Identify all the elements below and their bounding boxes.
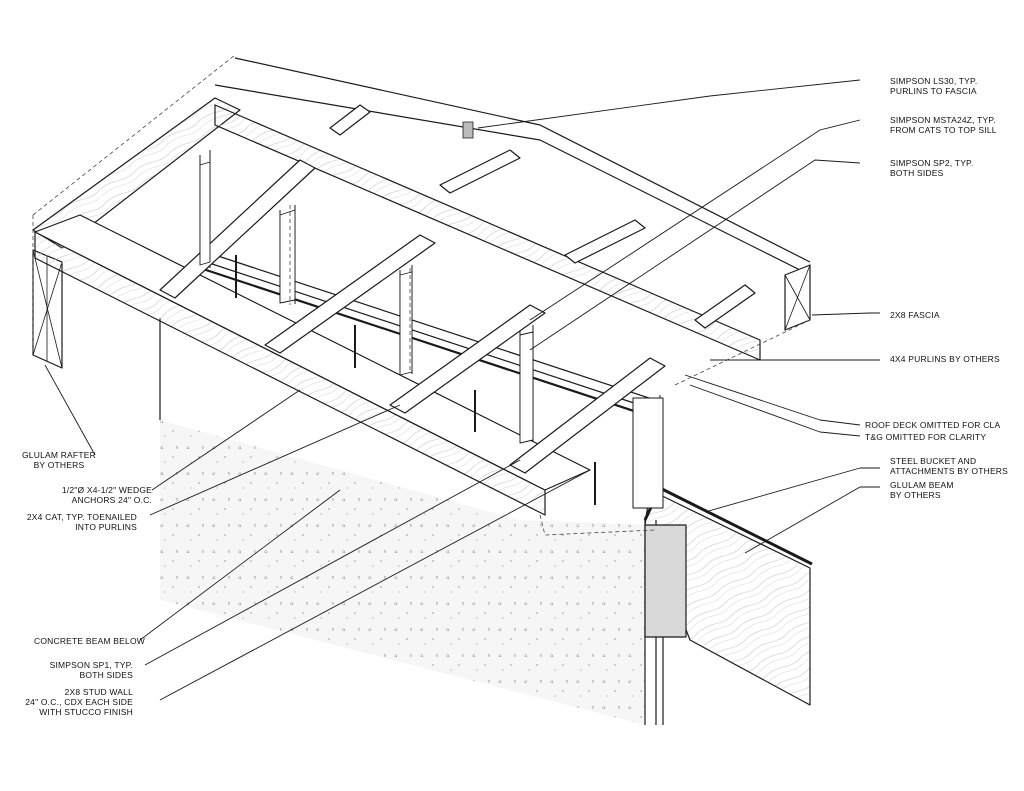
callout-sp2: SIMPSON SP2, TYP. BOTH SIDES: [890, 158, 974, 178]
steel-bucket: [644, 524, 687, 638]
callout-msta24z: SIMPSON MSTA24Z, TYP. FROM CATS TO TOP S…: [890, 115, 997, 135]
callout-steel-bucket: STEEL BUCKET AND ATTACHMENTS BY OTHERS: [890, 456, 1009, 476]
callout-cat: 2x4 CAT, TYP. TOENAILED INTO PURLINS: [26, 512, 137, 532]
callout-fascia: 2x8 FASCIA: [890, 310, 940, 320]
callout-sp1: SIMPSON SP1, TYP. BOTH SIDES: [49, 660, 133, 680]
callout-tg: T&G OMITTED FOR CLARITY: [865, 432, 987, 442]
callout-glulam-rafter: GLULAM RAFTER BY OTHERS: [22, 450, 96, 470]
hidden-lines: [32, 54, 811, 536]
callout-wedge-anchors: 1/2"Ø x4-1/2" WEDGE ANCHORS 24" O.C.: [61, 485, 152, 505]
leader-lines: [44, 79, 880, 701]
callout-stud-wall: 2x8 STUD WALL 24" O.C., CDX EACH SIDE WI…: [25, 687, 133, 717]
blocking-clips: [199, 161, 534, 444]
fascia-board: [214, 57, 811, 331]
callout-glulam-beam: GLULAM BEAM BY OTHERS: [890, 480, 954, 500]
ls30-clip: [462, 121, 474, 139]
anchor-bolts: [235, 255, 596, 505]
cross-purlins: [159, 104, 756, 474]
callout-concrete-beam: CONCRETE BEAM BELOW: [34, 636, 146, 646]
callout-purlins: 4x4 PURLINS BY OTHERS: [890, 354, 1000, 364]
callout-roof-deck: ROOF DECK OMITTED FOR CLA: [865, 420, 1001, 430]
callout-ls30: SIMPSON LS30, TYP. PURLINS TO FASCIA: [890, 76, 978, 96]
